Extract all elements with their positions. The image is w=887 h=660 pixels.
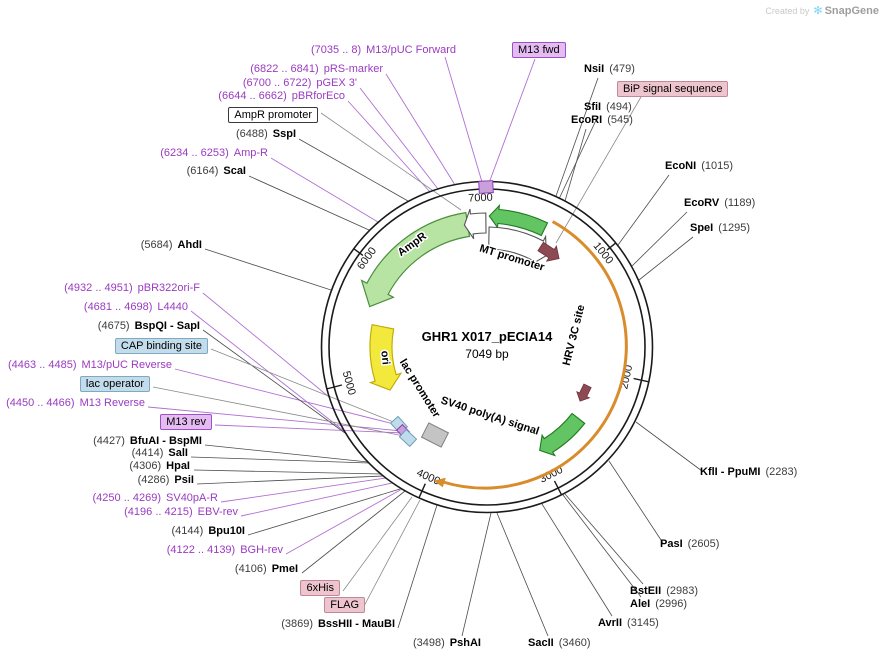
enzyme-label-econi[interactable]: EcoNI(1015) [665,160,733,172]
lac-promoter-label[interactable]: lac promoter [395,355,444,421]
enzyme-label-nsii[interactable]: NsiI(479) [584,63,635,75]
green-feature-arrow-bottom[interactable] [539,412,586,457]
tick-label-4000: 4000 [415,467,442,488]
snapgene-brand: SnapGene [824,5,879,17]
ori-label[interactable]: ori [377,349,393,367]
primer-label-pbr322ori-f[interactable]: (4932 .. 4951)pBR322ori-F [64,282,200,294]
badge-flag[interactable]: FLAG [324,597,365,613]
sv40-polya-label[interactable]: SV40 poly(A) signal [438,393,542,439]
enzyme-label-bspqi-sapi[interactable]: (4675)BspQI - SapI [97,320,200,332]
enzyme-label-pshai[interactable]: (3498)PshAI [413,637,481,649]
feature-connector-lines [152,96,642,609]
primer-label-pgex3[interactable]: (6700 .. 6722)pGEX 3' [242,77,357,89]
plasmid-size: 7049 bp [465,347,509,361]
enzyme-label-hpai[interactable]: (4306)HpaI [129,460,190,472]
enzyme-label-ecorv[interactable]: EcoRV(1189) [684,197,756,209]
enzyme-label-avrii[interactable]: AvrII(3145) [598,617,659,629]
enzyme-label-bpu10i[interactable]: (4144)Bpu10I [171,525,245,537]
enzyme-label-pmei[interactable]: (4106)PmeI [234,563,298,575]
enzyme-label-alei[interactable]: AleI(2996) [630,598,687,610]
badge-ampr-promoter[interactable]: AmpR promoter [228,107,318,123]
enzyme-label-sspi[interactable]: (6488)SspI [235,128,296,140]
primer-label-m13-reverse[interactable]: (4450 .. 4466)M13 Reverse [6,397,145,409]
sv40-polya-box[interactable] [420,422,450,448]
lac-operator-box[interactable] [398,428,418,448]
plasmid-title: GHR1 X017_pECIA14 7049 bp [422,329,553,361]
insert-region-arc-arrowhead [433,477,446,488]
ampr-promoter-arrow[interactable] [463,208,487,240]
badge-cap-binding-site[interactable]: CAP binding site [114,338,208,354]
hrv3c-site-label[interactable]: HRV 3C site [559,302,589,368]
snapgene-watermark: Created by✻SnapGene [765,4,879,17]
enzyme-label-bsteii[interactable]: BstEII(2983) [630,585,698,597]
tick-label-5000: 5000 [340,370,358,397]
primer-label-ebv-rev[interactable]: (4196 .. 4215)EBV-rev [124,506,238,518]
badge-bip-signal-sequence[interactable]: BiP signal sequence [617,81,729,97]
enzyme-label-psii[interactable]: (4286)PsiI [137,474,194,486]
enzyme-label-sfii[interactable]: SfiI(494) [584,101,632,113]
green-feature-arrow-top[interactable] [488,203,549,237]
enzyme-connector-lines [190,77,703,637]
bip-signal-arrow[interactable] [536,239,564,266]
primer-label-pbrforeco[interactable]: (6644 .. 6662)pBRforEco [218,90,345,102]
ori-arrow[interactable] [368,324,403,391]
badge-6xhis[interactable]: 6xHis [300,580,340,596]
primer-label-m13puc-forward[interactable]: (7035 .. 8)M13/pUC Forward [311,44,456,56]
badge-m13-fwd[interactable]: M13 fwd [512,42,566,58]
primer-connector-lines [147,56,536,555]
tick-label-1000: 1000 [591,240,616,267]
enzyme-label-ecori[interactable]: EcoRI(545) [571,114,633,126]
badge-lac-operator[interactable]: lac operator [79,376,150,392]
ampr-gene-arrow[interactable] [360,211,471,308]
primer-label-bgh-rev[interactable]: (4122 .. 4139)BGH-rev [166,544,283,556]
watermark-created-by: Created by [765,6,810,16]
snapgene-logo-icon: ✻ [813,5,823,17]
enzyme-label-pasi[interactable]: PasI(2605) [660,538,720,550]
badge-m13-rev[interactable]: M13 rev [160,414,212,430]
enzyme-label-bfuai-bspmi[interactable]: (4427)BfuAI - BspMI [93,435,202,447]
enzyme-label-ahdi[interactable]: (5684)AhdI [140,239,202,251]
plasmid-name: GHR1 X017_pECIA14 [421,329,553,344]
primer-label-amp-r[interactable]: (6234 .. 6253)Amp-R [160,147,268,159]
enzyme-label-scai[interactable]: (6164)ScaI [186,165,246,177]
primer-label-l4440[interactable]: (4681 .. 4698)L4440 [83,301,188,313]
primer-label-sv40pa-r[interactable]: (4250 .. 4269)SV40pA-R [92,492,218,504]
tick-label-6000: 6000 [355,245,379,272]
insert-region-arc[interactable] [442,220,628,490]
hrv3c-site-arrow[interactable] [574,383,594,404]
m13-fwd-primer-box[interactable] [478,180,494,194]
primer-label-prs-marker[interactable]: (6822 .. 6841)pRS-marker [250,63,383,75]
primer-label-m13puc-reverse[interactable]: (4463 .. 4485)M13/pUC Reverse [8,359,172,371]
enzyme-label-bsshii-maubi[interactable]: (3869)BssHII - MauBI [281,618,395,630]
enzyme-label-spei[interactable]: SpeI(1295) [690,222,751,234]
enzyme-label-sacii[interactable]: SacII(3460) [528,637,591,649]
enzyme-label-sali[interactable]: (4414)SalI [131,447,188,459]
enzyme-label-kfli-ppumi[interactable]: KflI - PpuMI(2283) [700,466,798,478]
tick-label-7000: 7000 [468,192,493,205]
